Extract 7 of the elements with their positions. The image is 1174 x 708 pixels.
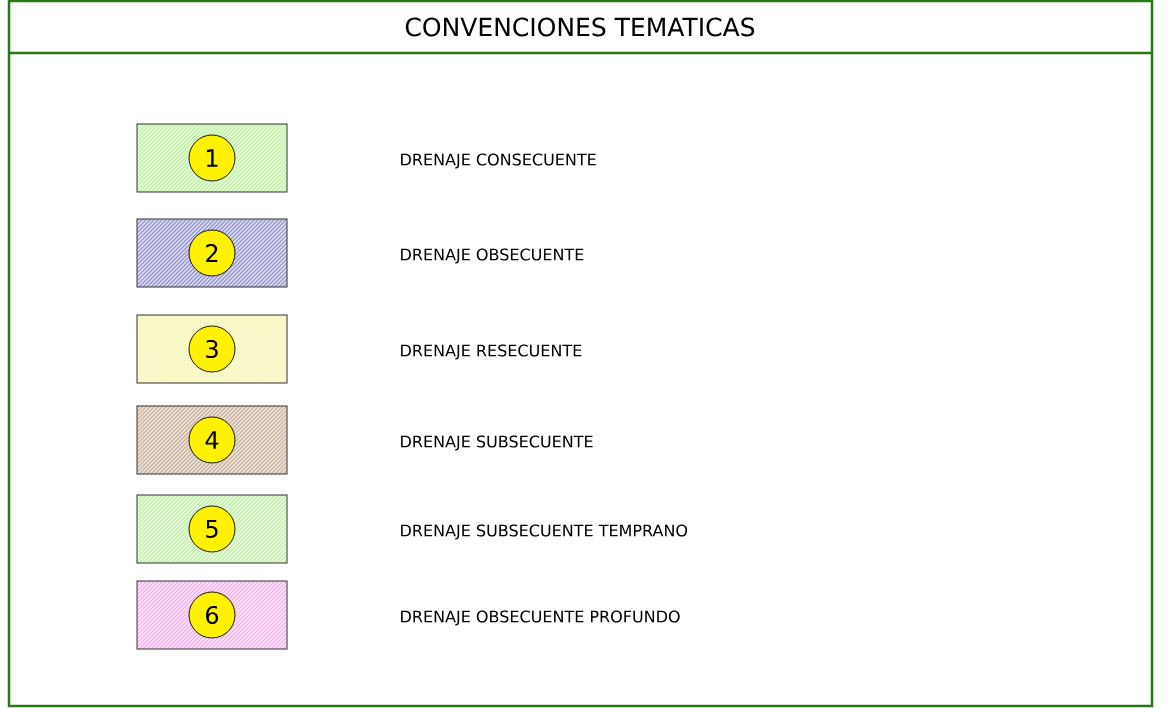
- title: CONVENCIONES TEMATICAS: [405, 17, 755, 37]
- legend-text: DRENAJE RESECUENTE: [401, 344, 582, 360]
- legend-text: DRENAJE OBSECUENTE: [401, 248, 584, 264]
- legend-text: DRENAJE CONSECUENTE: [401, 153, 596, 169]
- legend-text: DRENAJE SUBSECUENTE: [401, 435, 593, 451]
- legend-text: DRENAJE SUBSECUENTE TEMPRANO: [401, 524, 688, 540]
- legend-text: DRENAJE OBSECUENTE PROFUNDO: [401, 610, 680, 626]
